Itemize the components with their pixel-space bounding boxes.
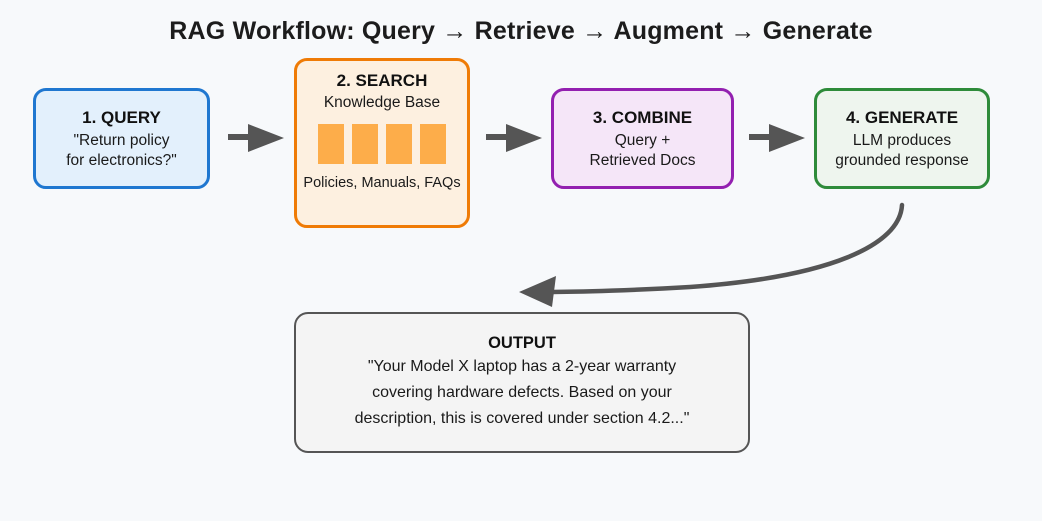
node-query-title: 1. QUERY (82, 107, 161, 127)
node-combine-line1: Query + (614, 131, 671, 149)
node-query-line1: "Return policy (73, 131, 170, 149)
node-search-subtitle: Knowledge Base (323, 94, 441, 112)
node-generate-line1: LLM produces (852, 131, 952, 149)
document-icon (420, 124, 446, 165)
node-query-line2: for electronics?" (66, 151, 177, 169)
node-generate-title: 4. GENERATE (845, 107, 959, 127)
node-output[interactable]: OUTPUT "Your Model X laptop has a 2-year… (294, 312, 750, 453)
node-combine-title: 3. COMBINE (592, 107, 693, 127)
knowledge-base-documents (318, 124, 446, 165)
arrow-generate-to-output (519, 202, 905, 307)
node-combine-line2: Retrieved Docs (589, 151, 696, 169)
node-generate-line2: grounded response (835, 151, 969, 169)
node-output-title: OUTPUT (488, 334, 556, 353)
page-title: RAG Workflow: Query → Retrieve → Augment… (169, 17, 873, 45)
node-combine[interactable]: 3. COMBINE Query + Retrieved Docs (551, 88, 734, 189)
arrow-search-to-combine (486, 124, 542, 152)
node-search-title: 2. SEARCH (336, 71, 428, 90)
node-output-line2: covering hardware defects. Based on your (372, 383, 672, 401)
node-search-caption: Policies, Manuals, FAQs (303, 175, 461, 192)
node-search[interactable]: 2. SEARCH Knowledge Base Policies, Manua… (294, 58, 470, 228)
node-output-line1: "Your Model X laptop has a 2-year warran… (367, 357, 677, 375)
arrow-query-to-search (228, 124, 284, 152)
document-icon (318, 124, 344, 165)
document-icon (352, 124, 378, 165)
arrow-combine-to-generate (749, 124, 805, 152)
document-icon (386, 124, 412, 165)
node-output-line3: description, this is covered under secti… (354, 409, 690, 427)
node-query[interactable]: 1. QUERY "Return policy for electronics?… (33, 88, 210, 189)
node-generate[interactable]: 4. GENERATE LLM produces grounded respon… (814, 88, 990, 189)
